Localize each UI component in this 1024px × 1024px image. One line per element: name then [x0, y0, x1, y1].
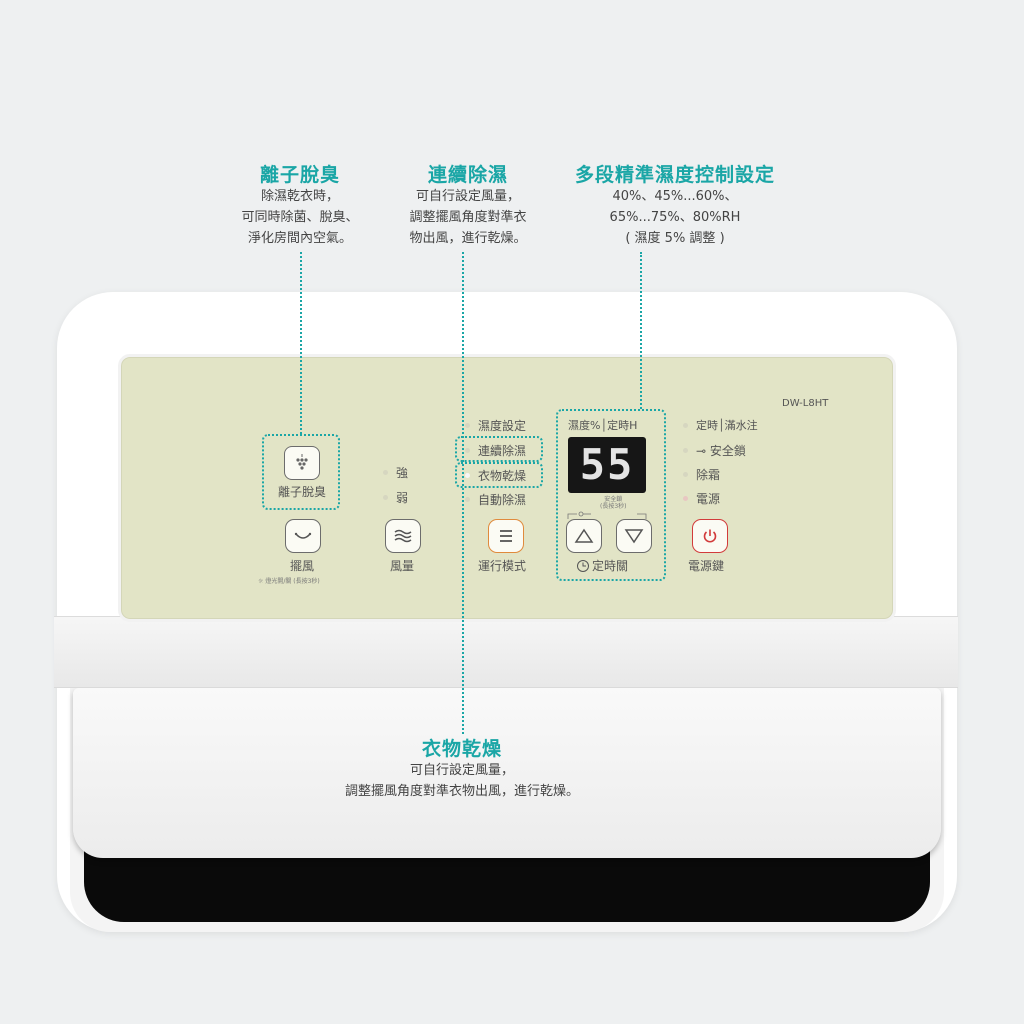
status-timer-full: 定時│滿水注: [696, 419, 758, 432]
humidity-callout-box: [556, 409, 666, 581]
menu-icon: [500, 530, 512, 542]
power-label: 電源鍵: [688, 559, 725, 573]
continuous-callout-line: [462, 252, 464, 734]
humidity-readout: 55: [579, 440, 635, 489]
laundry-desc-line: 可自行設定風量，: [409, 763, 514, 778]
fan-weak-indicator: [383, 495, 388, 500]
laundry-description: 可自行設定風量， 調整擺風角度對準衣物出風，進行乾燥。: [262, 760, 662, 802]
humidity-callout-line: [640, 252, 642, 409]
mode-indicator-auto: [465, 497, 470, 502]
mode-button[interactable]: [488, 519, 524, 553]
continuous-callout-box: [455, 436, 543, 462]
swing-louver: [73, 688, 941, 858]
triangle-down-icon: [624, 529, 644, 544]
ionizer-icon: [296, 454, 308, 470]
laundry-title: 衣物乾燥: [421, 738, 502, 760]
status-power: 電源: [696, 492, 721, 506]
fan-strong-label: 強: [396, 466, 409, 480]
defrost-indicator: [683, 472, 688, 477]
fan-weak-label: 弱: [396, 491, 409, 505]
power-icon: [703, 529, 717, 543]
humidity-desc-line: ( 濕度 5% 調整 ): [625, 231, 725, 246]
wind-icon: [394, 529, 412, 543]
mode-label: 運行模式: [478, 559, 527, 573]
status-lock-label: 安全鎖: [709, 444, 746, 458]
control-panel: [118, 354, 896, 622]
continuous-desc-line: 物出風，進行乾燥。: [409, 231, 527, 246]
mode-indicator-humidity: [465, 423, 470, 428]
model-number: DW-L8HT: [782, 398, 829, 409]
humidity-description: 40%、45%...60%、 65%...75%、80%RH ( 濕度 5% 調…: [575, 186, 775, 249]
fan-strong-indicator: [383, 470, 388, 475]
ionizer-desc-line: 除濕乾衣時，: [260, 189, 339, 204]
lcd-display: 55: [568, 437, 646, 493]
ionizer-desc-line: 可同時除菌、脫臭、: [241, 210, 359, 225]
continuous-description: 可自行設定風量， 調整擺風角度對準衣 物出風，進行乾燥。: [368, 186, 568, 249]
light-toggle-note: ☼ 燈光開/關 (長按3秒): [258, 576, 320, 585]
timer-full-indicator: [683, 423, 688, 428]
laundry-callout-box: [455, 462, 543, 488]
swing-sub-label: 燈光開/關 (長按3秒): [265, 578, 320, 585]
light-icon: ☼: [258, 578, 264, 585]
lock-note: 安全鎖 (長按3秒): [600, 496, 627, 510]
timer-caption: 定時關: [576, 557, 628, 574]
clock-icon: [577, 559, 589, 572]
humidity-title: 多段精準濕度控制設定: [574, 164, 775, 186]
ionizer-description: 除濕乾衣時， 可同時除菌、脫臭、 淨化房間內空氣。: [200, 186, 400, 249]
status-lock: ⊸ 安全鎖: [696, 442, 746, 459]
mode-indicator-continuous: [465, 448, 470, 453]
ionizer-desc-line: 淨化房間內空氣。: [247, 231, 352, 246]
timer-label: 定時關: [592, 559, 629, 573]
panel-ledge: [54, 616, 958, 688]
mode-auto: 自動除濕: [478, 493, 527, 507]
triangle-up-icon: [574, 528, 594, 543]
mode-humidity-setting: 濕度設定: [478, 419, 527, 433]
ionizer-callout-line: [300, 252, 302, 434]
power-button[interactable]: [692, 519, 728, 553]
lock-indicator: [683, 448, 688, 453]
down-button[interactable]: [616, 519, 652, 553]
swing-button[interactable]: [285, 519, 321, 553]
ionizer-title: 離子脫臭: [259, 164, 340, 186]
key-icon: [567, 511, 647, 519]
up-button[interactable]: [566, 519, 602, 553]
status-defrost: 除霜: [696, 468, 721, 482]
mode-indicator-laundry: [465, 473, 470, 478]
key-icon: ⊸: [696, 444, 707, 458]
swing-label: 擺風: [290, 559, 315, 573]
display-header: 濕度%│定時H: [568, 419, 638, 432]
continuous-desc-line: 可自行設定風量，: [415, 189, 520, 204]
continuous-title: 連續除濕: [427, 164, 508, 186]
fan-button[interactable]: [385, 519, 421, 553]
ionizer-callout-box: [262, 434, 340, 510]
humidity-desc-line: 65%...75%、80%RH: [609, 210, 741, 225]
continuous-desc-line: 調整擺風角度對準衣: [409, 210, 527, 225]
laundry-desc-line: 調整擺風角度對準衣物出風，進行乾燥。: [344, 784, 579, 799]
lock-bracket: [567, 504, 647, 519]
mode-continuous: 連續除濕: [478, 444, 527, 458]
swing-icon: [294, 532, 312, 539]
fan-label: 風量: [390, 559, 415, 573]
ionizer-button[interactable]: [284, 446, 320, 480]
ionizer-label: 離子脫臭: [278, 485, 327, 499]
humidity-desc-line: 40%、45%...60%、: [612, 189, 738, 204]
power-indicator: [683, 496, 688, 501]
mode-laundry: 衣物乾燥: [478, 469, 527, 483]
